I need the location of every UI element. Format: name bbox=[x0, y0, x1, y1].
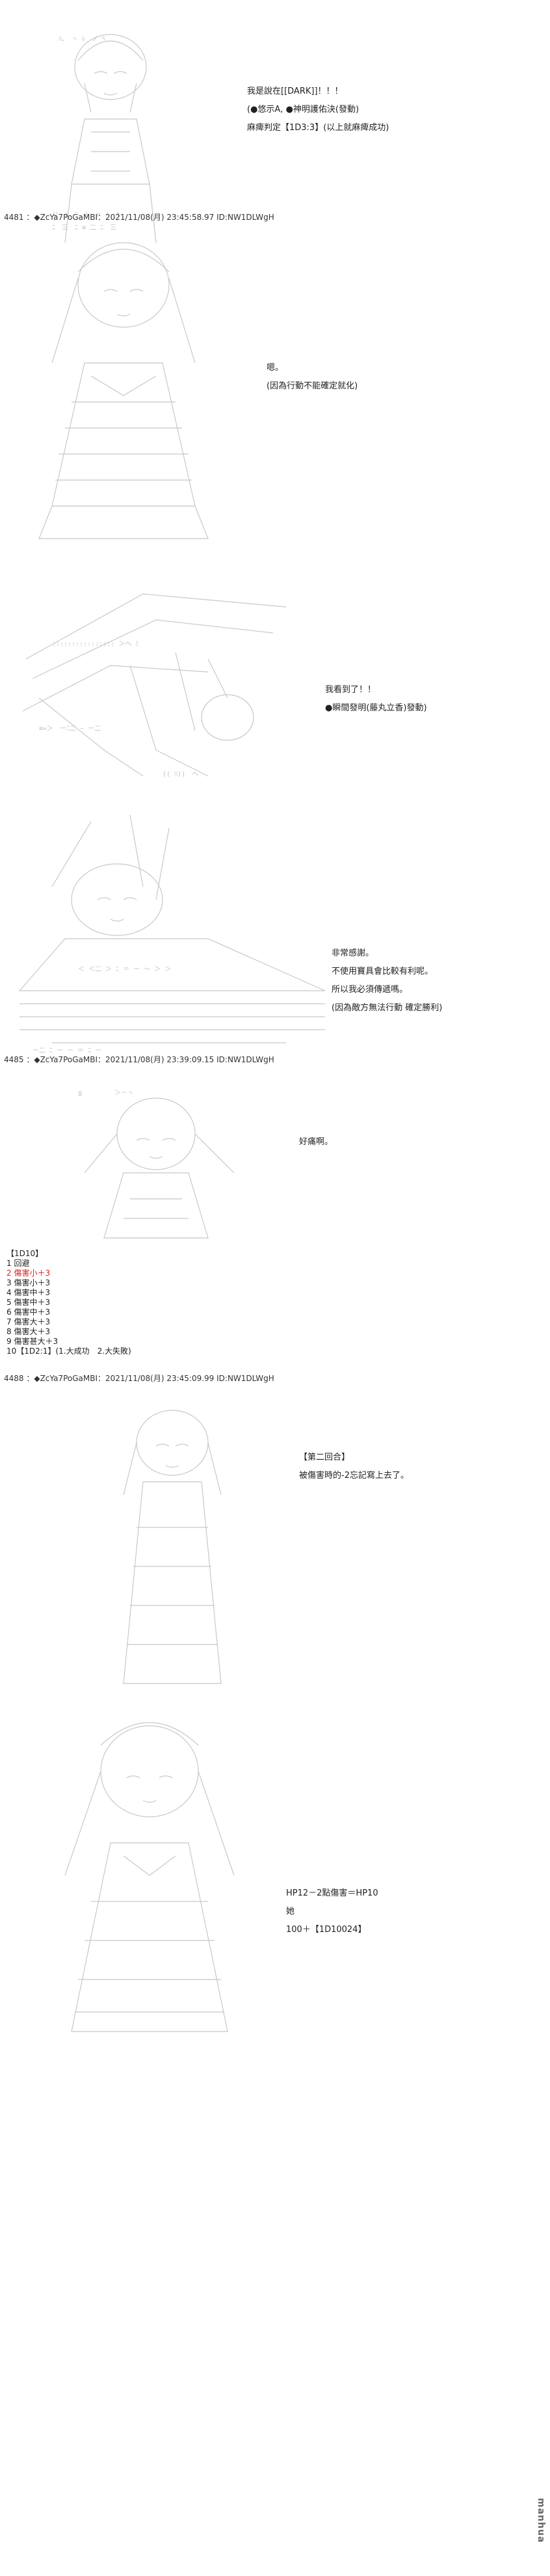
post-dialog: 我是說在[[DARK]]！！！ (●悠示A, ●神明護佑決(發動) 麻痺判定【1… bbox=[247, 85, 389, 139]
post-header: 4488 ：◆ZcYa7PoGaMBI：2021/11/08(月) 23:45:… bbox=[4, 1374, 274, 1383]
dice-table-item: 8 傷害大＋3 bbox=[7, 1327, 51, 1336]
post-dialog: 好痛啊。 bbox=[299, 1135, 333, 1153]
ascii-art-panel bbox=[13, 224, 234, 554]
ascii-art-figure: ＜ ＜二 ＞ ﾆ ＝ ー ～ ＞ ＞ ー二 ﾆ ー ー ＝ ﾆ ー bbox=[18, 814, 326, 1054]
dialog-line: 嗯。 bbox=[267, 363, 284, 373]
dice-table-item: 2 傷害小＋3 bbox=[7, 1268, 51, 1278]
post-dialog: 嗯。 (因為行動不能確定就化) bbox=[267, 361, 358, 397]
dialog-line: HP12－2點傷害＝HP10 bbox=[286, 1888, 378, 1898]
post-header: 4481 ：◆ZcYa7PoGaMBI：2021/11/08(月) 23:45:… bbox=[4, 213, 274, 222]
svg-text:(( ﾊ)) ヘ: (( ﾊ)) ヘ bbox=[163, 771, 198, 778]
dice-table-item: 5 傷害中＋3 bbox=[7, 1298, 51, 1307]
dialog-line: 100＋【1D10024】 bbox=[286, 1925, 367, 1935]
dialog-line: 不使用寶具會比較有利呢。 bbox=[332, 967, 434, 976]
ascii-art-figure: ≦ ＞－ヽ bbox=[78, 1090, 235, 1239]
dialog-line: 我是說在[[DARK]]！！！ bbox=[247, 87, 343, 96]
dice-table-item: 4 傷害中＋3 bbox=[7, 1288, 51, 1297]
dialog-line: 麻痺判定【1D3:3】(以上就麻痺成功) bbox=[247, 123, 389, 133]
dialog-line: 被傷害時的-2忘記寫上去了。 bbox=[299, 1471, 409, 1481]
ascii-art-figure bbox=[38, 242, 209, 539]
ascii-art-figure bbox=[64, 1722, 235, 2032]
post-dialog: 非常感謝。 不使用寶具會比較有利呢。 所以我必須傳遞嗎。 (因為敵方無法行動 確… bbox=[332, 946, 442, 1019]
svg-text:ﾆ 三 ﾆ ≡ 二 ﾆ 三: ﾆ 三 ﾆ ≡ 二 ﾆ 三 bbox=[52, 224, 116, 232]
svg-text:ー二 ﾆ ー ー ＝ ﾆ ー: ー二 ﾆ ー ー ＝ ﾆ ー bbox=[33, 1047, 101, 1054]
dialog-line: 好痛啊。 bbox=[299, 1137, 334, 1147]
dice-table-item: 6 傷害中＋3 bbox=[7, 1308, 51, 1317]
ascii-art-panel: ≦ ＞－ヽ bbox=[59, 1073, 254, 1253]
ascii-art-panel: ﾊ､ ヽ ﾚ ノ ﾍ Ｖ ﾐ ＼ ﾄ ｒ ﾉ ｔ ﾆ 三 ﾆ ≡ 二 ﾆ 三 bbox=[46, 13, 195, 264]
ascii-art-figure: ﾊ､ ヽ ﾚ ノ ﾍ Ｖ ﾐ ＼ ﾄ ｒ ﾉ ｔ ﾆ 三 ﾆ ≡ 二 ﾆ 三 bbox=[52, 34, 157, 243]
ascii-art-panel: ＜ ＜二 ＞ ﾆ ＝ ー ～ ＞ ＞ ー二 ﾆ ー ー ＝ ﾆ ー bbox=[13, 800, 338, 1064]
dice-table-item: 9 傷害甚大＋3 bbox=[7, 1337, 59, 1346]
svg-text:ﾊ､ ヽ ﾚ ノ ﾍ: ﾊ､ ヽ ﾚ ノ ﾍ bbox=[59, 36, 105, 43]
dice-table-item: 7 傷害大＋3 bbox=[7, 1317, 51, 1326]
dialog-line: 她 bbox=[286, 1907, 295, 1916]
watermark-logo: manhua bbox=[536, 2498, 546, 2543]
dialog-line: (因為行動不能確定就化) bbox=[267, 381, 358, 391]
ascii-art-figure: :::::::::::::::: ＞ヘ ﾐ ≡=＞ ーﾆ二 ~ ー二 (( ﾊ)… bbox=[22, 593, 287, 778]
dice-table-item: 1 回避 bbox=[7, 1259, 30, 1268]
svg-text:＜ ＜二 ＞ ﾆ ＝ ー ～ ＞ ＞: ＜ ＜二 ＞ ﾆ ＝ ー ～ ＞ ＞ bbox=[78, 966, 171, 973]
post-header: 4485 ：◆ZcYa7PoGaMBI：2021/11/08(月) 23:39:… bbox=[4, 1055, 274, 1064]
dialog-line: 【第二回合】 bbox=[299, 1453, 350, 1462]
post-dialog: 我看到了！！ ●瞬間發明(藤丸立香)發動) bbox=[325, 683, 427, 719]
dice-table-item: 10【1D2:1】(1.大成功 2.大失敗) bbox=[7, 1347, 131, 1356]
dice-table-title: 【1D10】 bbox=[7, 1249, 44, 1258]
ascii-art-panel bbox=[39, 1698, 260, 2066]
dialog-line: 我看到了！！ bbox=[325, 685, 376, 695]
post-dialog: 【第二回合】 被傷害時的-2忘記寫上去了。 bbox=[299, 1451, 409, 1487]
ascii-art-figure bbox=[123, 1410, 222, 1684]
dice-table-item: 3 傷害小＋3 bbox=[7, 1278, 51, 1287]
dice-table: 【1D10】 1 回避 2 傷害小＋3 3 傷害小＋3 4 傷害中＋3 5 傷害… bbox=[7, 1249, 131, 1356]
svg-text:Ｖ ﾐ ＼ ﾄ ｒ ﾉ ｔ: Ｖ ﾐ ＼ ﾄ ｒ ﾉ ｔ bbox=[52, 211, 122, 219]
svg-text:≦ ＞－ヽ: ≦ ＞－ヽ bbox=[78, 1090, 134, 1097]
dialog-line: (因為敵方無法行動 確定勝利) bbox=[332, 1003, 443, 1013]
dialog-line: ●瞬間發明(藤丸立香)發動) bbox=[325, 703, 427, 713]
dialog-line: (●悠示A, ●神明護佑決(發動) bbox=[247, 105, 360, 114]
ascii-art-panel bbox=[98, 1389, 247, 1698]
post-dialog: HP12－2點傷害＝HP10 她 100＋【1D10024】 bbox=[286, 1886, 378, 1941]
dialog-line: 非常感謝。 bbox=[332, 948, 374, 958]
dialog-line: 所以我必須傳遞嗎。 bbox=[332, 985, 408, 995]
ascii-art-panel: :::::::::::::::: ＞ヘ ﾐ ≡=＞ ーﾆ二 ~ ー二 (( ﾊ)… bbox=[13, 572, 299, 798]
svg-text::::::::::::::::: ＞ヘ ﾐ: :::::::::::::::: ＞ヘ ﾐ bbox=[52, 641, 138, 648]
svg-text:≡=＞ ーﾆ二 ~ ー二: ≡=＞ ーﾆ二 ~ ー二 bbox=[39, 725, 101, 732]
